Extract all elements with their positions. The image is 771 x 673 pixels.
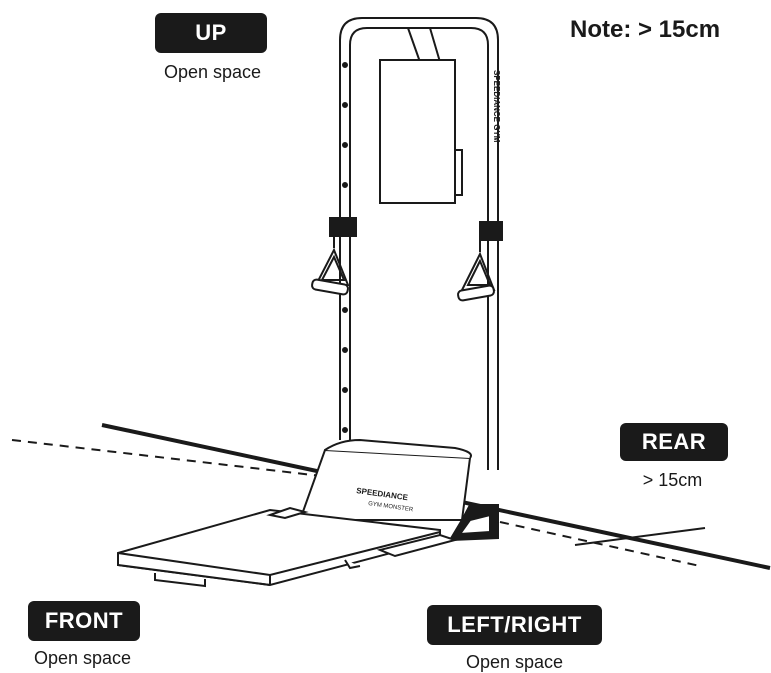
right-handle bbox=[457, 221, 503, 302]
dashed-rear-line bbox=[499, 521, 701, 567]
front-badge: FRONT bbox=[28, 601, 140, 641]
clearance-line bbox=[574, 527, 706, 546]
up-caption: Open space bbox=[163, 62, 262, 82]
clearance-note: Note: > 15cm bbox=[570, 16, 721, 43]
front-caption: Open space bbox=[33, 648, 132, 668]
up-badge-text: UP bbox=[195, 20, 227, 45]
left-right-badge: LEFT/RIGHT bbox=[427, 605, 602, 645]
left-right-caption: Open space bbox=[465, 652, 564, 672]
rear-badge-text: REAR bbox=[641, 429, 707, 454]
up-badge: UP bbox=[155, 13, 267, 53]
mast-brand-text: SPEEDIANCE GYM bbox=[492, 70, 501, 143]
left-handle bbox=[311, 217, 357, 296]
rear-badge: REAR bbox=[620, 423, 728, 461]
mast-frame bbox=[339, 17, 499, 470]
rear-caption: > 15cm bbox=[642, 470, 703, 490]
front-badge-text: FRONT bbox=[44, 608, 124, 633]
platform-base bbox=[117, 506, 459, 588]
dashed-front-line bbox=[11, 439, 331, 478]
left-right-badge-text: LEFT/RIGHT bbox=[447, 612, 582, 637]
bench bbox=[298, 438, 499, 542]
